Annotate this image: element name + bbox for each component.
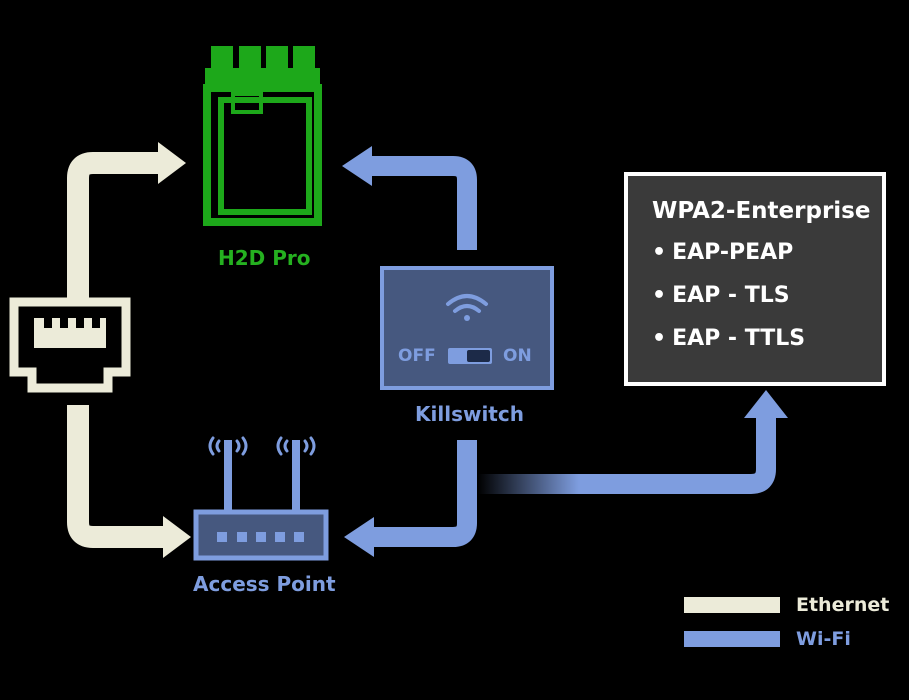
h2d-printer-icon <box>203 46 322 226</box>
legend-ethernet: Ethernet <box>684 594 889 616</box>
wifi-icon <box>446 294 488 321</box>
ethernet-arrow-to-ap <box>163 516 191 558</box>
wifi-links <box>342 146 788 557</box>
legend-label-ethernet: Ethernet <box>796 594 890 616</box>
router-icon <box>193 436 329 561</box>
ethernet-link-to-h2d <box>67 152 160 302</box>
switch-on-label: ON <box>503 346 532 366</box>
security-item-label: EAP - TLS <box>672 283 790 308</box>
bullet-icon: • <box>652 283 667 308</box>
wifi-arrow-to-ap <box>344 517 374 557</box>
security-item: • EAP - TTLS <box>652 326 882 351</box>
security-item: • EAP-PEAP <box>652 240 882 265</box>
ethernet-port-icon <box>9 297 131 393</box>
bullet-icon: • <box>652 240 667 265</box>
wifi-link-to-ap <box>372 440 477 547</box>
security-box: WPA2-Enterprise • EAP-PEAP • EAP - TLS •… <box>624 172 886 386</box>
killswitch-box <box>380 266 554 390</box>
security-title: WPA2-Enterprise <box>652 198 871 224</box>
killswitch-label: Killswitch <box>415 402 524 426</box>
legend-label-wifi: Wi-Fi <box>796 628 851 650</box>
legend-swatch-wifi <box>684 631 780 647</box>
bullet-icon: • <box>652 326 667 351</box>
toggle-switch[interactable] <box>448 348 492 364</box>
wifi-arrow-to-h2d <box>342 146 372 186</box>
switch-off-label: OFF <box>398 346 436 366</box>
security-item-label: EAP-PEAP <box>672 240 794 265</box>
wifi-arrow-to-security <box>744 390 788 418</box>
ethernet-link-to-ap <box>67 405 165 548</box>
h2d-label: H2D Pro <box>218 246 311 270</box>
wifi-link-to-security <box>478 415 776 494</box>
security-item-label: EAP - TTLS <box>672 326 806 351</box>
wifi-link-to-h2d <box>370 156 477 250</box>
ethernet-arrow-to-h2d <box>158 142 186 184</box>
security-item: • EAP - TLS <box>652 283 882 308</box>
access-point-label: Access Point <box>193 572 336 596</box>
ethernet-links <box>67 142 191 558</box>
legend-swatch-ethernet <box>684 597 780 613</box>
legend-wifi: Wi-Fi <box>684 628 851 650</box>
